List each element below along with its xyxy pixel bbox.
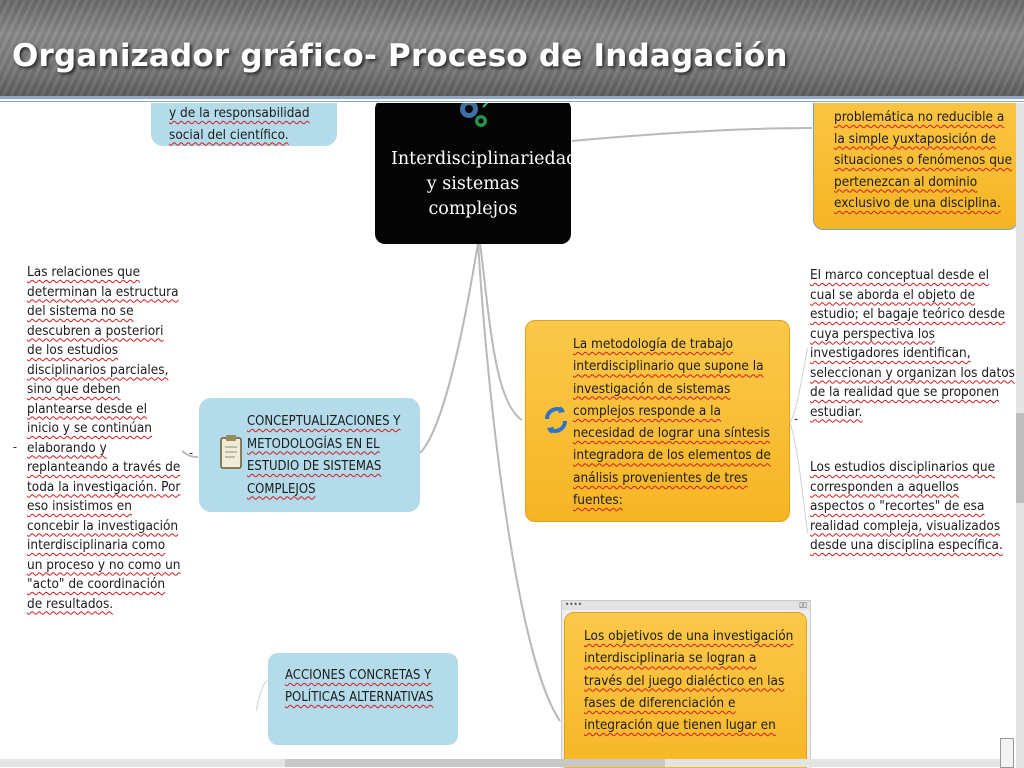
- vertical-scroll-thumb[interactable]: [1016, 413, 1024, 503]
- horizontal-scroll-thumb[interactable]: [285, 759, 665, 767]
- collapse-toggle-conceptual[interactable]: -: [188, 446, 194, 461]
- edge-central-left: [419, 242, 479, 454]
- node-problematica[interactable]: problemática no reducible a la simple yu…: [813, 103, 1018, 230]
- edge-methodology-notes: [789, 347, 809, 534]
- collapse-toggle-left-note[interactable]: -: [12, 440, 18, 455]
- vertical-scrollbar[interactable]: [1016, 103, 1024, 768]
- node-metodologia[interactable]: La metodología de trabajo interdisciplin…: [525, 320, 790, 522]
- node-objetivos[interactable]: Los objetivos de una investigación inter…: [564, 612, 807, 768]
- note-relaciones: Las relaciones que determinan la estruct…: [27, 264, 181, 612]
- slide-title: Organizador gráfico- Proceso de Indagaci…: [12, 38, 788, 74]
- note-marco-conceptual: El marco conceptual desde el cual se abo…: [810, 267, 1015, 420]
- gears-icon: [460, 103, 489, 127]
- node-central-topic[interactable]: Interdisciplinariedad y sistemas complej…: [375, 103, 577, 244]
- collapse-toggle-methodology[interactable]: -: [793, 412, 799, 427]
- note-estudios-disciplinarios: Los estudios disciplinarios que correspo…: [810, 459, 1003, 553]
- title-rule-thin: [0, 101, 1024, 102]
- horizontal-scrollbar[interactable]: [0, 759, 1010, 767]
- mind-map-connectors: [181, 127, 813, 722]
- title-rule: [0, 96, 1024, 99]
- grip-icon: ••••: [565, 600, 582, 609]
- edge-central-top-right: [571, 127, 813, 142]
- mind-map-canvas: y de la responsabilidad social del cient…: [0, 103, 1024, 768]
- node-responsabilidad[interactable]: y de la responsabilidad social del cient…: [151, 103, 337, 146]
- title-banner: [0, 0, 1024, 96]
- expand-icon[interactable]: ▯▯: [799, 600, 807, 609]
- edge-acciones: [255, 680, 269, 712]
- edge-central-methodology: [479, 242, 523, 421]
- edge-central-objetivos: [477, 242, 561, 722]
- edge-conceptual-note: [181, 450, 199, 458]
- node-conceptualizaciones[interactable]: CONCEPTUALIZACIONES Y METODOLOGÍAS EN EL…: [199, 398, 420, 512]
- node-acciones[interactable]: ACCIONES CONCRETAS Y POLÍTICAS ALTERNATI…: [268, 653, 458, 745]
- refresh-arrows-icon: [545, 406, 567, 434]
- clipboard-icon: [220, 435, 242, 469]
- objetivos-frame-bar[interactable]: •••• ▯▯: [562, 600, 810, 610]
- corner-resize-icon[interactable]: [1000, 738, 1014, 768]
